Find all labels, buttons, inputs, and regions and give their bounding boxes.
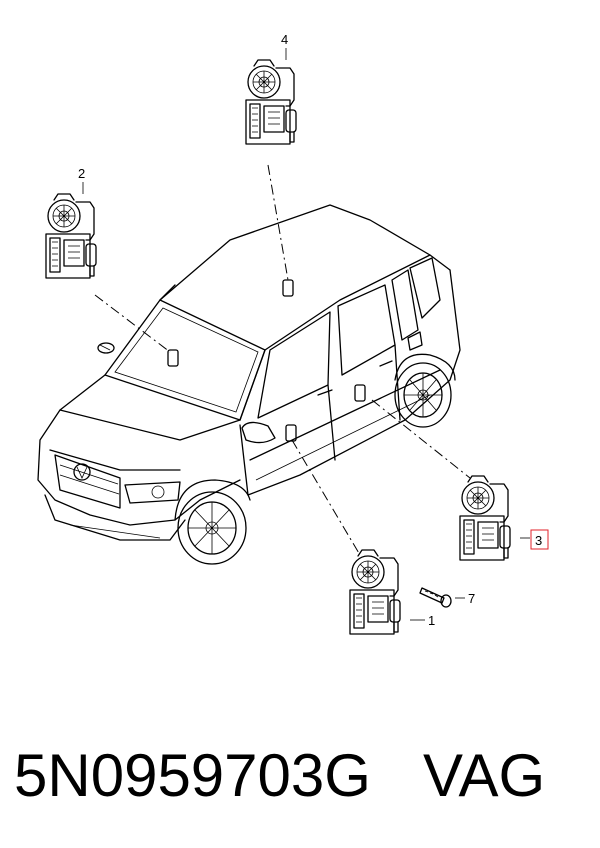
label-part-1: 1 — [428, 613, 435, 628]
motor-part-2 — [45, 193, 97, 279]
label-part-7: 7 — [468, 591, 475, 606]
motor-part-4 — [245, 59, 297, 145]
car-illustration — [37, 204, 461, 565]
highlight-box-part-3 — [530, 529, 549, 550]
leader-lines — [82, 48, 530, 621]
label-part-2: 2 — [78, 166, 85, 181]
caption: 5N0959703G VAG — [14, 736, 594, 816]
motor-part-3 — [459, 475, 511, 561]
bolt-part-7 — [419, 587, 452, 608]
brand-name: VAG — [422, 742, 546, 809]
label-part-3: 3 — [535, 533, 542, 548]
motor-part-1 — [349, 549, 401, 635]
label-part-4: 4 — [281, 32, 288, 47]
part-number: 5N0959703G — [14, 742, 371, 809]
